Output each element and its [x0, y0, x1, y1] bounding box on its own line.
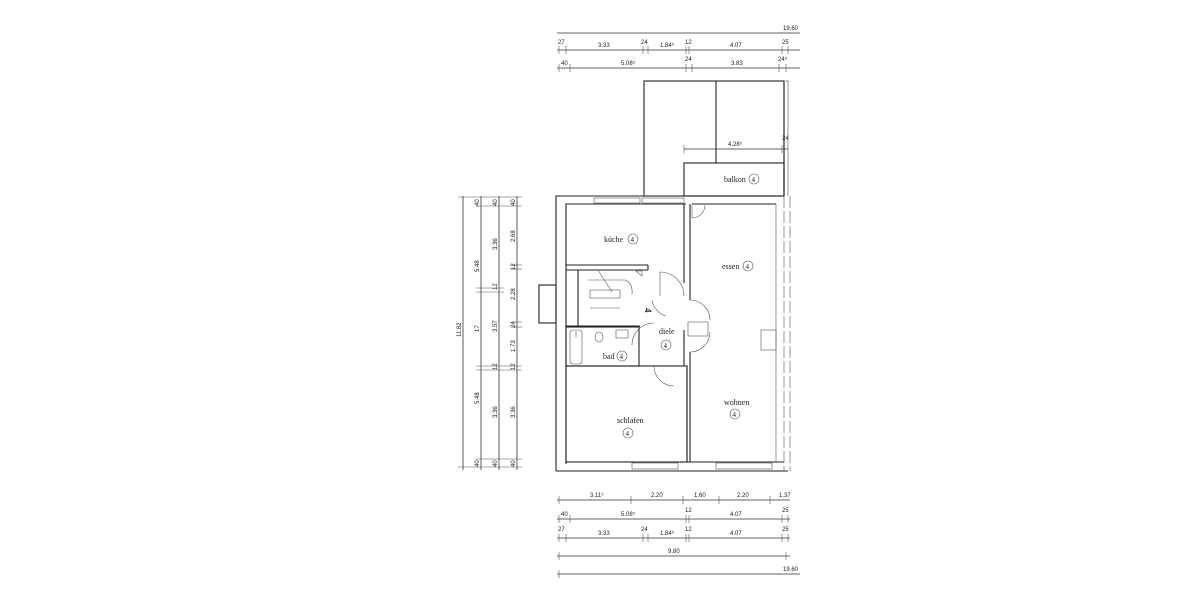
- balcony-structure: 4.28⁵ 24: [643, 80, 789, 197]
- svg-text:schlafen: schlafen: [617, 416, 644, 425]
- svg-text:5.48: 5.48: [475, 260, 481, 272]
- svg-text:2.28: 2.28: [511, 288, 517, 300]
- svg-text:essen: essen: [722, 262, 739, 271]
- svg-text:4.07: 4.07: [730, 512, 742, 518]
- svg-text:4: 4: [752, 176, 756, 184]
- svg-text:24: 24: [782, 136, 789, 142]
- svg-text:5.48: 5.48: [475, 392, 481, 404]
- svg-text:5.08⁵: 5.08⁵: [621, 60, 636, 67]
- room-label-diele: diele 4: [659, 327, 675, 351]
- svg-text:11.82: 11.82: [457, 322, 463, 337]
- svg-text:24: 24: [511, 321, 517, 328]
- svg-text:balkon: balkon: [724, 175, 746, 184]
- svg-text:24: 24: [641, 527, 648, 533]
- svg-text:3.33: 3.33: [598, 531, 610, 537]
- svg-text:19.60: 19.60: [783, 567, 799, 573]
- svg-text:3.83: 3.83: [731, 61, 743, 67]
- svg-text:40: 40: [475, 199, 481, 206]
- svg-text:diele: diele: [659, 327, 675, 336]
- svg-text:12: 12: [493, 363, 499, 370]
- svg-text:3.57: 3.57: [493, 320, 499, 332]
- room-label-bad: bad 4: [603, 350, 628, 362]
- svg-text:40: 40: [475, 460, 481, 467]
- svg-text:12: 12: [685, 527, 692, 533]
- svg-text:4: 4: [620, 353, 624, 361]
- svg-text:2.68: 2.68: [511, 230, 517, 242]
- svg-text:küche: küche: [604, 235, 624, 244]
- svg-text:3.36: 3.36: [493, 238, 499, 250]
- svg-text:19.60: 19.60: [783, 26, 799, 32]
- left-dimension-chains: 11.82 40 5.48 17 5.48 40 40 3.36 12 3.57…: [457, 196, 522, 470]
- svg-text:24⁵: 24⁵: [778, 56, 788, 63]
- svg-text:40: 40: [511, 199, 517, 206]
- svg-text:24: 24: [641, 40, 648, 46]
- svg-text:25: 25: [782, 527, 789, 533]
- svg-text:27: 27: [558, 527, 565, 533]
- room-label-schlafen: schlafen 4: [617, 416, 644, 439]
- svg-text:40: 40: [561, 512, 568, 518]
- svg-text:40: 40: [561, 61, 568, 67]
- svg-text:9.80: 9.80: [668, 549, 680, 555]
- svg-text:1.60: 1.60: [694, 493, 706, 499]
- svg-text:12: 12: [511, 263, 517, 270]
- svg-text:40: 40: [511, 460, 517, 467]
- svg-text:4.28⁵: 4.28⁵: [728, 141, 743, 148]
- svg-text:24: 24: [685, 57, 692, 63]
- svg-text:4.07: 4.07: [730, 531, 742, 537]
- svg-text:25: 25: [782, 40, 789, 46]
- svg-text:12: 12: [493, 283, 499, 290]
- svg-text:3.36: 3.36: [511, 406, 517, 418]
- svg-text:5.08⁵: 5.08⁵: [621, 511, 636, 518]
- svg-text:3.11⁵: 3.11⁵: [590, 492, 604, 499]
- svg-text:2.20: 2.20: [737, 493, 749, 499]
- svg-text:40: 40: [493, 460, 499, 467]
- door-swings: [631, 204, 711, 387]
- bottom-dimension-chains: 3.11⁵ 2.20 1.60 2.20 1.37 40 5.08⁵ 12 4.…: [557, 492, 800, 578]
- svg-text:25: 25: [782, 508, 789, 514]
- svg-text:2.20: 2.20: [651, 493, 663, 499]
- svg-text:1.37: 1.37: [779, 493, 791, 499]
- svg-text:12: 12: [685, 508, 692, 514]
- svg-text:4: 4: [746, 263, 750, 271]
- room-label-essen: essen 4: [722, 260, 754, 272]
- svg-text:4: 4: [631, 236, 635, 244]
- svg-text:17: 17: [475, 325, 481, 332]
- svg-text:4: 4: [733, 411, 737, 419]
- top-dimension-chains: 19.60 27 3.33 24 1.84⁵ 12 4.07 25 40 5.0…: [557, 26, 800, 72]
- room-label-balkon: balkon 4: [724, 173, 760, 185]
- stair-label: 4: [643, 308, 653, 313]
- room-label-kueche: küche 4: [604, 233, 639, 245]
- svg-text:40: 40: [493, 199, 499, 206]
- svg-text:4.07: 4.07: [730, 43, 742, 49]
- shaft-box: [538, 284, 557, 324]
- svg-text:1.84⁵: 1.84⁵: [660, 42, 675, 49]
- svg-text:4: 4: [664, 342, 668, 350]
- interior-walls: [565, 204, 777, 463]
- room-label-wohnen: wohnen 4: [724, 398, 749, 420]
- svg-text:12: 12: [511, 363, 517, 370]
- svg-text:3.36: 3.36: [493, 406, 499, 418]
- svg-text:bad: bad: [603, 352, 615, 361]
- svg-text:3.33: 3.33: [598, 43, 610, 49]
- svg-text:27: 27: [558, 40, 565, 46]
- svg-text:12: 12: [685, 40, 692, 46]
- svg-text:wohnen: wohnen: [724, 398, 749, 407]
- svg-text:1.73: 1.73: [511, 340, 517, 352]
- svg-text:4: 4: [626, 430, 630, 438]
- svg-text:1.84⁵: 1.84⁵: [660, 530, 675, 537]
